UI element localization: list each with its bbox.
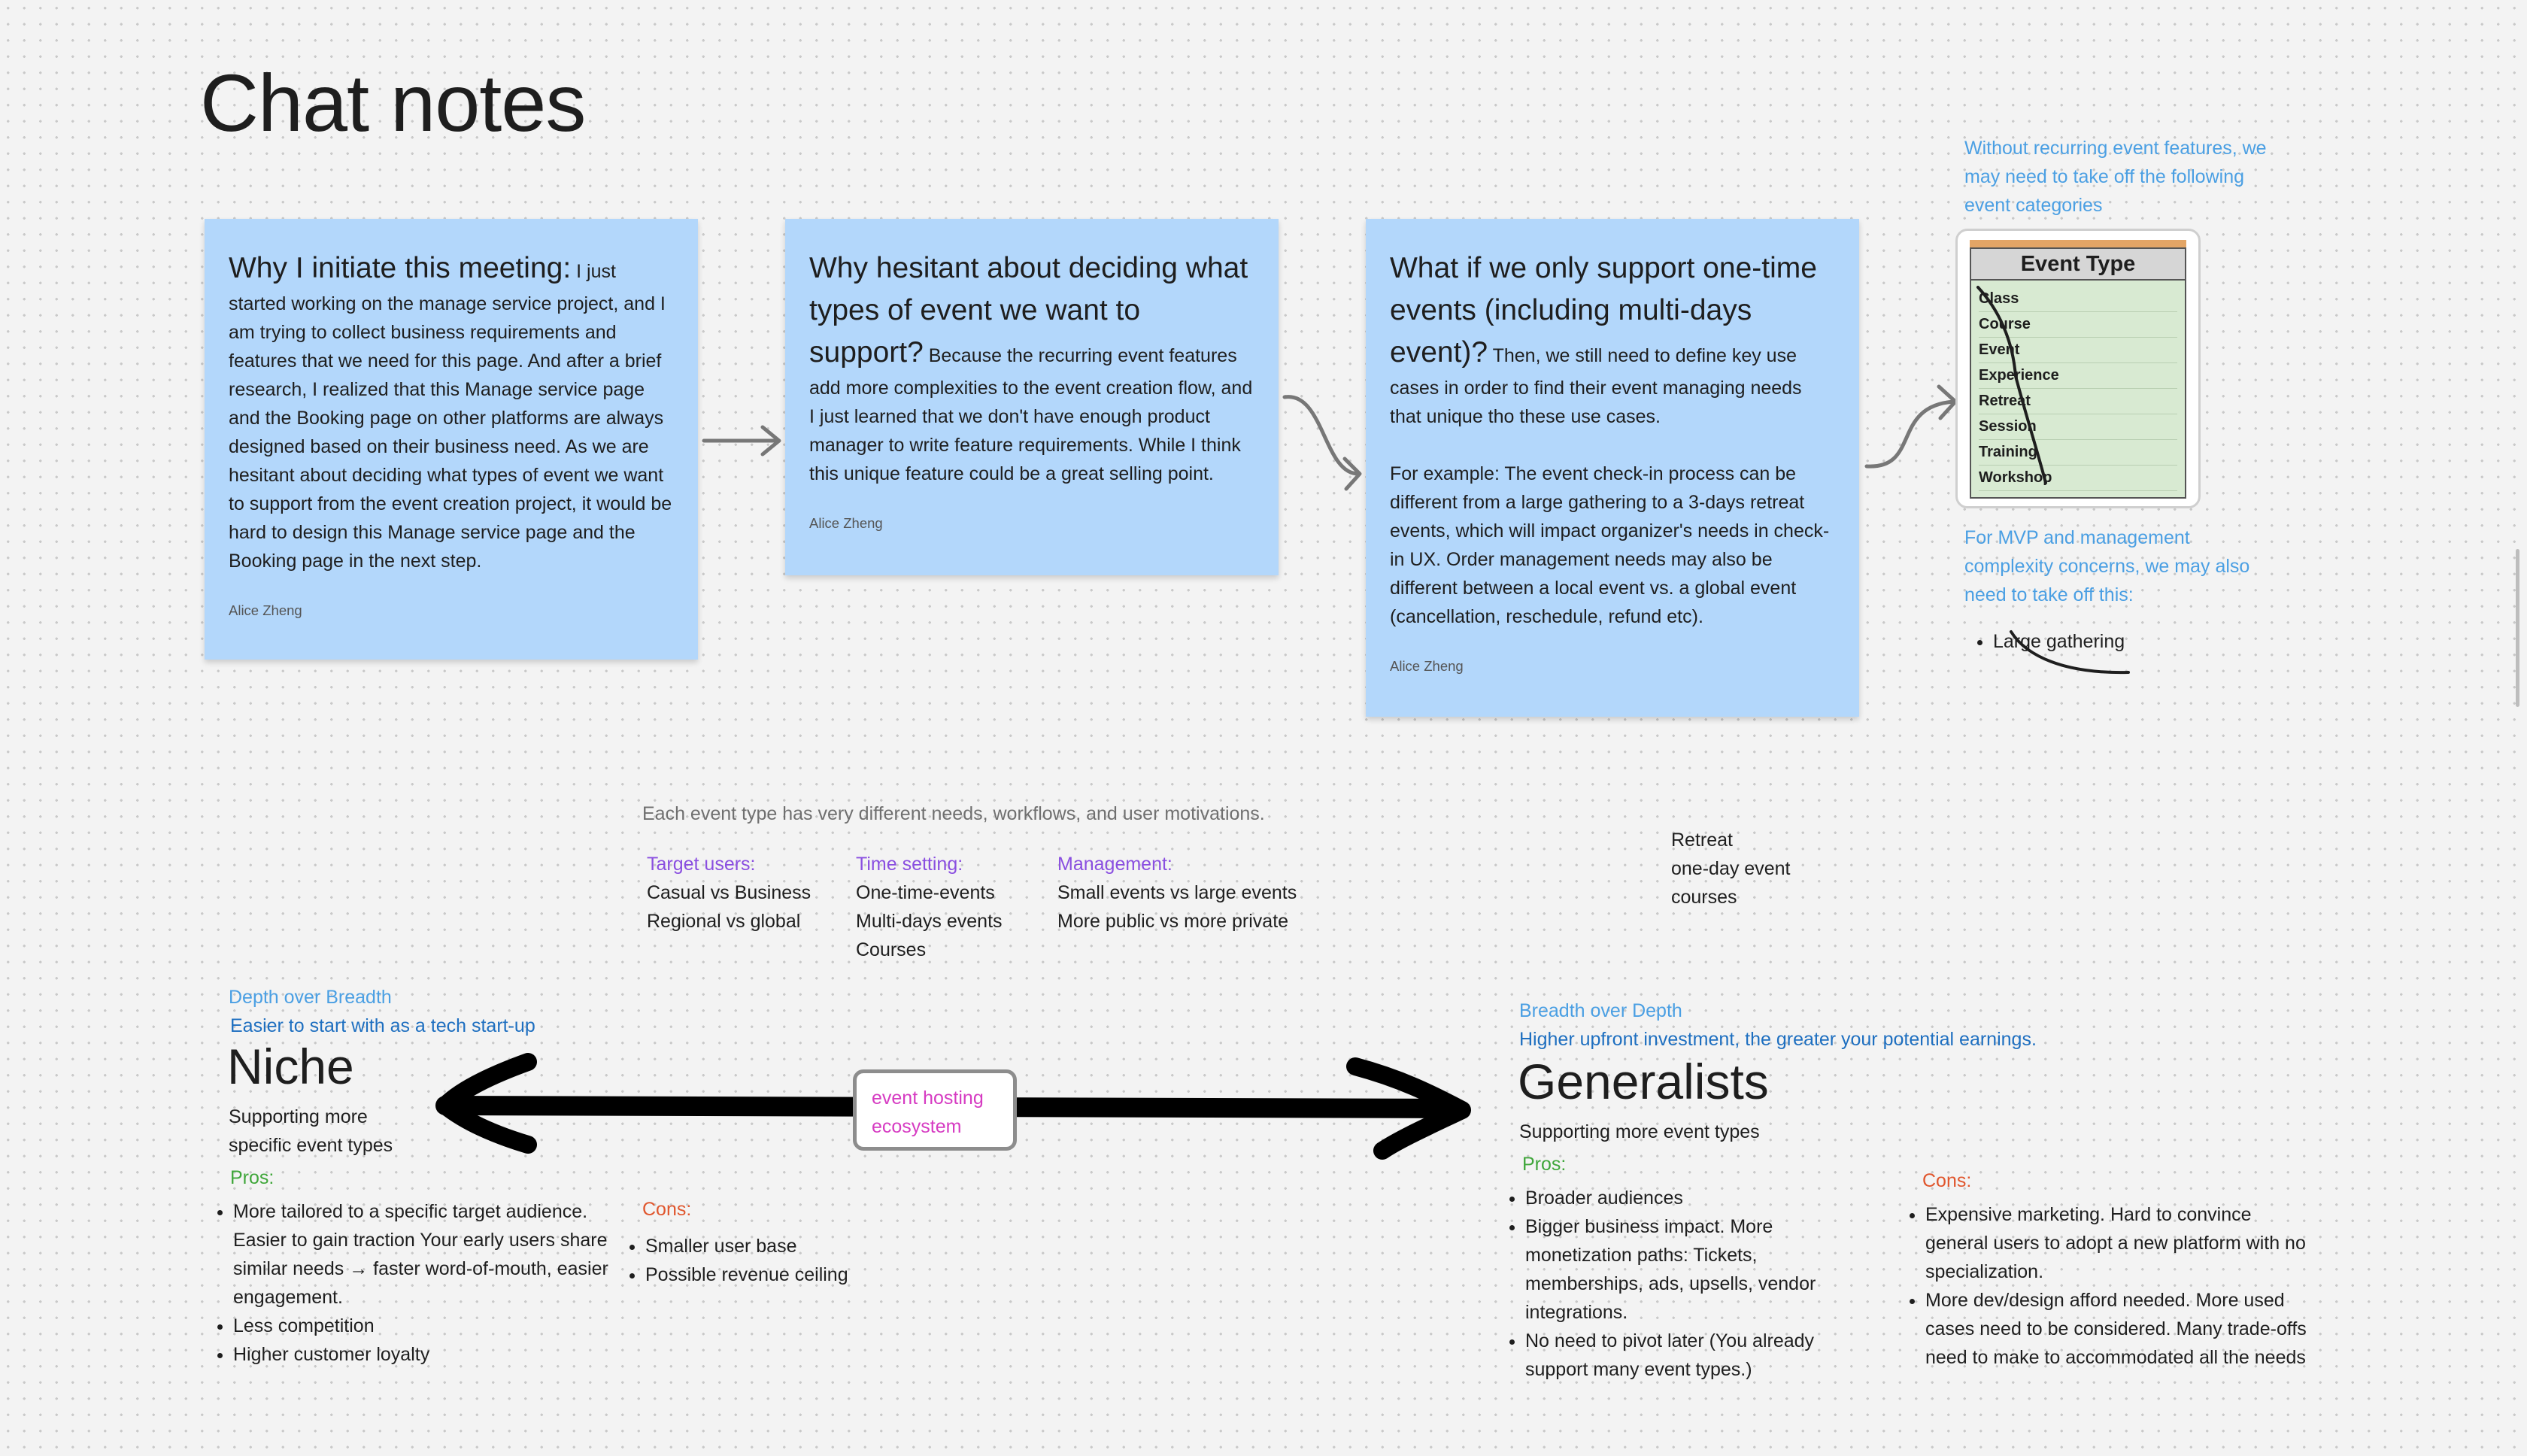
sticky-heading: Why hesitant about deciding what types o… bbox=[809, 252, 1248, 369]
sticky-heading: What if we only support one-time events … bbox=[1390, 252, 1817, 369]
event-type-row: Session bbox=[1979, 414, 2177, 440]
list-item: Less competition bbox=[233, 1312, 609, 1340]
generalists-subtitle: Higher upfront investment, the greater y… bbox=[1519, 1029, 2037, 1050]
arrow-connector-2 bbox=[1282, 395, 1362, 491]
dimension-label: Target users: bbox=[647, 854, 756, 875]
list-item: Large gathering bbox=[1993, 627, 2219, 656]
niche-pros-list: More tailored to a specific target audie… bbox=[214, 1197, 609, 1369]
generalists-tag: Breadth over Depth bbox=[1519, 1000, 1682, 1021]
recurring-events-note: Without recurring event features, we may… bbox=[1964, 138, 2267, 216]
event-type-row: Training bbox=[1979, 440, 2177, 466]
niche-pros-label: Pros: bbox=[230, 1167, 275, 1188]
generalists-pros-list: Broader audiences Bigger business impact… bbox=[1506, 1184, 1871, 1384]
sticky-body: I just started working on the manage ser… bbox=[229, 261, 672, 572]
dimension-item: Regional vs global bbox=[647, 911, 801, 932]
generalists-cons-label: Cons: bbox=[1922, 1170, 1972, 1191]
generalists-description: Supporting more event types bbox=[1519, 1121, 1760, 1142]
sticky-heading: Why I initiate this meeting: bbox=[229, 252, 572, 284]
list-item: Smaller user base bbox=[645, 1232, 916, 1260]
niche-description: Supporting more specific event types bbox=[229, 1106, 393, 1156]
event-type-list: Class Course Event Experience Retreat Se… bbox=[1970, 281, 2186, 499]
sticky-author: Alice Zheng bbox=[1390, 658, 1464, 674]
list-item: No need to pivot later (You already supp… bbox=[1525, 1327, 1871, 1384]
canvas-scrollbar[interactable] bbox=[2516, 549, 2519, 707]
list-item: Higher customer loyalty bbox=[233, 1340, 609, 1369]
arrow-connector-3 bbox=[1864, 384, 1958, 469]
list-item: one-day event bbox=[1671, 858, 1791, 879]
mvp-list: Large gathering bbox=[1973, 627, 2219, 656]
generalists-title: Generalists bbox=[1518, 1054, 1769, 1109]
sticky-body-example: For example: The event check-in process … bbox=[1390, 463, 1830, 627]
list-item: courses bbox=[1671, 887, 1737, 908]
list-item: More tailored to a specific target audie… bbox=[233, 1197, 609, 1312]
sticky-note-one-time-events[interactable]: What if we only support one-time events … bbox=[1366, 219, 1859, 717]
dimension-item: Small events vs large events bbox=[1057, 882, 1297, 903]
event-type-row: Course bbox=[1979, 312, 2177, 338]
niche-subtitle: Easier to start with as a tech start-up bbox=[230, 1015, 535, 1036]
niche-cons-label: Cons: bbox=[642, 1199, 692, 1220]
arrow-connector-1 bbox=[702, 425, 781, 457]
ecosystem-label[interactable]: event hosting ecosystem bbox=[853, 1069, 1017, 1151]
dimension-label: Time setting: bbox=[856, 854, 963, 875]
dimension-management: Management: Small events vs large events… bbox=[1057, 850, 1343, 936]
strikethrough-scribble bbox=[2010, 630, 2130, 675]
dimension-label: Management: bbox=[1057, 854, 1172, 875]
list-item: Broader audiences bbox=[1525, 1184, 1871, 1212]
generalists-pros-label: Pros: bbox=[1522, 1154, 1567, 1175]
list-item: Bigger business impact. More monetizatio… bbox=[1525, 1212, 1871, 1327]
sticky-note-hesitation[interactable]: Why hesitant about deciding what types o… bbox=[785, 219, 1279, 575]
dimension-item: One-time-events bbox=[856, 882, 995, 903]
dimension-item: Multi-days events bbox=[856, 911, 1003, 932]
niche-cons-list: Smaller user base Possible revenue ceili… bbox=[626, 1232, 916, 1289]
dimension-item: Courses bbox=[856, 939, 927, 960]
event-type-row: Workshop bbox=[1979, 466, 2177, 491]
event-type-row: Experience bbox=[1979, 363, 2177, 389]
card-top-bar bbox=[1970, 240, 2186, 247]
event-type-card[interactable]: Event Type Class Course Event Experience… bbox=[1955, 229, 2201, 508]
sticky-body: Because the recurring event features add… bbox=[809, 345, 1253, 484]
event-type-header: Event Type bbox=[1970, 247, 2186, 281]
event-type-row: Retreat bbox=[1979, 389, 2177, 414]
list-item: More dev/design afford needed. More used… bbox=[1925, 1286, 2316, 1372]
niche-tag: Depth over Breadth bbox=[229, 987, 392, 1008]
retreat-list: Retreat one-day event courses bbox=[1671, 826, 1867, 912]
dimension-time-setting: Time setting: One-time-events Multi-days… bbox=[856, 850, 1051, 964]
page-title: Chat notes bbox=[200, 57, 586, 148]
dimension-item: Casual vs Business bbox=[647, 882, 811, 903]
generalists-cons-list: Expensive marketing. Hard to convince ge… bbox=[1906, 1200, 2316, 1372]
sticky-author: Alice Zheng bbox=[809, 515, 883, 531]
niche-title: Niche bbox=[227, 1039, 354, 1094]
sticky-author: Alice Zheng bbox=[229, 602, 302, 618]
dimension-target-users: Target users: Casual vs Business Regiona… bbox=[647, 850, 850, 936]
sticky-body: Then, we still need to define key use ca… bbox=[1390, 345, 1802, 427]
list-item: Possible revenue ceiling bbox=[645, 1260, 916, 1289]
dimension-item: More public vs more private bbox=[1057, 911, 1289, 932]
mvp-note: For MVP and management complexity concer… bbox=[1964, 527, 2250, 605]
sticky-note-meeting-reason[interactable]: Why I initiate this meeting: I just star… bbox=[205, 219, 698, 660]
event-types-intro: Each event type has very different needs… bbox=[642, 803, 1265, 824]
list-item: Expensive marketing. Hard to convince ge… bbox=[1925, 1200, 2316, 1286]
strikethrough-scribble bbox=[1976, 286, 2047, 484]
list-item: Retreat bbox=[1671, 830, 1733, 851]
